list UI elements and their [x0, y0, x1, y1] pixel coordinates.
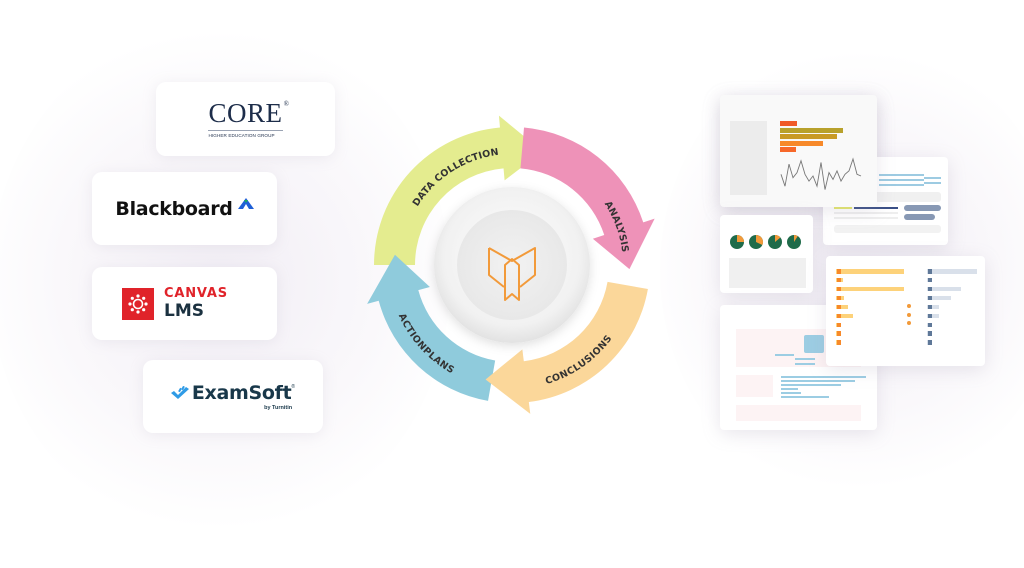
pill-badge — [904, 214, 935, 220]
line-row — [795, 363, 815, 365]
core-subtitle: HIGHER EDUCATION GROUP — [208, 133, 275, 138]
placeholder-panel — [730, 121, 767, 195]
pie-chart — [768, 235, 782, 249]
canvas-logo-icon — [122, 287, 154, 320]
navy-bar — [854, 207, 898, 209]
ranking-marker — [928, 295, 932, 301]
ranking-marker — [928, 313, 932, 319]
line-row — [795, 358, 815, 360]
cycle-diagram: DATA COLLECTIONANALYSISCONCLUSIONSACTION… — [367, 115, 655, 414]
line-row — [781, 380, 855, 382]
cycle-hub-inner — [457, 210, 567, 320]
ranking-marker — [928, 340, 932, 345]
ranking-right-column — [927, 269, 979, 359]
bar — [780, 134, 837, 140]
blackboard-logo-icon — [237, 197, 254, 209]
canvas-lms-label: LMS — [164, 301, 204, 321]
sparkline — [780, 157, 862, 190]
ranking-bar — [836, 286, 904, 292]
placeholder-bar — [834, 225, 941, 233]
ranking-marker — [837, 277, 841, 283]
cycle-arrow-conclusions — [485, 281, 648, 414]
pink-panel — [736, 405, 861, 421]
placeholder-panel — [729, 258, 806, 288]
dashboard-ranking-card — [826, 256, 985, 366]
ranking-marker — [928, 322, 932, 328]
line-row — [781, 384, 841, 386]
ranking-marker — [837, 340, 841, 345]
examsoft-name: ExamSoft — [191, 382, 292, 404]
ranking-left-column — [836, 269, 906, 359]
blue-square — [804, 335, 824, 353]
core-logo: CORE® HIGHER EDUCATION GROUP — [208, 98, 289, 138]
core-name: CORE — [208, 98, 283, 128]
pie-chart — [730, 235, 744, 249]
line-row — [879, 184, 924, 186]
ranking-marker — [928, 277, 932, 283]
integration-card-canvas[interactable]: CANVAS LMS — [92, 267, 277, 340]
dot-marker — [907, 304, 911, 308]
light-row — [834, 217, 898, 219]
ranking-marker — [837, 286, 841, 292]
integration-card-core[interactable]: CORE® HIGHER EDUCATION GROUP — [156, 82, 335, 156]
ranking-marker — [837, 322, 841, 328]
line-row — [924, 177, 941, 179]
ranking-marker — [837, 304, 841, 310]
examsoft-logo-icon — [170, 386, 189, 399]
pie-chart — [787, 235, 801, 249]
dashboard-bar-card-overlay — [720, 95, 877, 207]
registered-mark: ® — [291, 384, 296, 390]
bar-chart — [780, 121, 843, 153]
ranking-bar — [927, 269, 977, 274]
cycle-arrow-data-collection — [374, 115, 543, 265]
cycle-arrow-analysis — [520, 127, 655, 270]
dot-marker — [907, 321, 911, 325]
pie-chart — [749, 235, 763, 249]
line-row — [775, 354, 794, 356]
highlight-bar — [834, 207, 852, 209]
bar — [780, 147, 796, 153]
open-book-logo-icon — [488, 247, 536, 301]
line-row — [879, 174, 924, 176]
ranking-marker — [837, 331, 841, 336]
bar — [780, 127, 843, 133]
bar — [780, 140, 823, 146]
line-row — [781, 392, 801, 394]
canvas-name: CANVAS — [164, 286, 228, 301]
pill-badge — [904, 205, 941, 211]
pink-panel — [736, 375, 773, 397]
ranking-marker — [837, 313, 841, 319]
dot-marker — [907, 313, 911, 317]
line-row — [781, 388, 798, 390]
ranking-bar — [836, 269, 904, 274]
ranking-bar — [927, 286, 961, 292]
line-row — [879, 179, 924, 181]
line-row — [781, 376, 866, 378]
pie-slice — [737, 235, 744, 242]
examsoft-subtitle: by Turnitin — [264, 405, 293, 411]
core-divider — [208, 130, 283, 131]
registered-mark: ® — [283, 100, 290, 108]
ranking-marker — [928, 304, 932, 310]
integration-card-blackboard[interactable]: Blackboard — [92, 172, 277, 245]
ranking-marker — [837, 295, 841, 301]
sparkline-chart — [780, 157, 862, 190]
blackboard-name: Blackboard — [115, 197, 233, 220]
light-row — [834, 212, 898, 214]
dashboard-pie-card — [720, 215, 813, 293]
pie-row — [730, 235, 810, 251]
bar — [780, 121, 797, 126]
ranking-marker — [928, 269, 932, 274]
ranking-marker — [928, 331, 932, 336]
integration-card-examsoft[interactable]: ExamSoft ® by Turnitin — [143, 360, 323, 433]
cycle-arrow-actionplans — [367, 254, 496, 401]
ranking-marker — [928, 286, 932, 292]
placeholder-bar — [834, 192, 941, 202]
line-row — [781, 396, 829, 398]
ranking-marker — [837, 269, 841, 274]
line-row — [924, 182, 941, 184]
